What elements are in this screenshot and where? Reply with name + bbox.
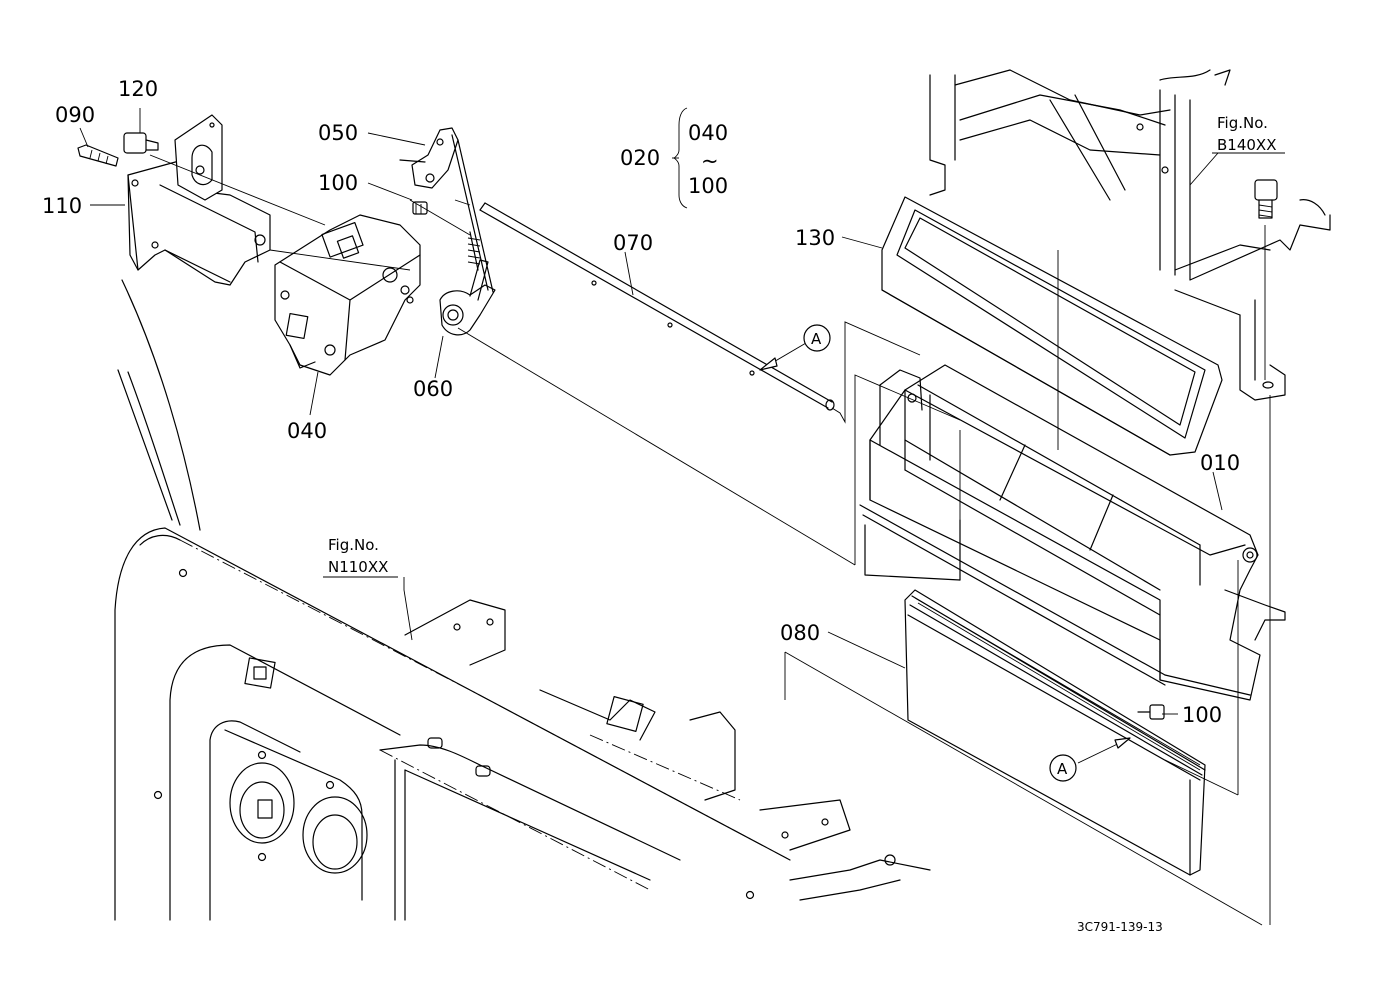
label-060: 060 <box>413 377 453 401</box>
ref-a-label-upper: A <box>811 330 822 348</box>
fig-ref-n110xx: Fig.No. N110XX <box>323 536 398 578</box>
label-080: 080 <box>780 621 820 645</box>
ref-marker-a-upper: A <box>803 324 831 352</box>
fig-ref-b140xx: Fig.No. B140XX <box>1212 114 1285 154</box>
label-100-upper: 100 <box>318 171 358 195</box>
fig-b-title: Fig.No. <box>1217 114 1268 132</box>
label-range-sep: ~ <box>701 149 719 173</box>
assembly-lines <box>149 154 1271 926</box>
part-110-bracket <box>77 114 271 286</box>
label-070: 070 <box>613 231 653 255</box>
label-020: 020 <box>620 146 660 170</box>
label-090: 090 <box>55 103 95 127</box>
upper-right-bracket <box>929 69 1331 401</box>
drawing-id: 3C791-139-13 <box>1077 920 1163 934</box>
label-130: 130 <box>795 226 835 250</box>
label-100-range-to: 100 <box>688 174 728 198</box>
part-labels: 010 020 040 ~ 100 040 050 060 070 080 09… <box>42 77 1240 727</box>
leader-lines <box>79 107 1223 764</box>
ref-a-label-lower: A <box>1057 760 1068 778</box>
part-130-frame <box>881 196 1223 456</box>
label-100-lower: 100 <box>1182 703 1222 727</box>
fig-n-code: N110XX <box>328 558 388 576</box>
part-080-filter <box>904 589 1206 876</box>
fig-b-code: B140XX <box>1217 136 1276 154</box>
label-040: 040 <box>287 419 327 443</box>
label-110: 110 <box>42 194 82 218</box>
fig-n-title: Fig.No. <box>328 536 379 554</box>
part-070-rod <box>479 202 835 411</box>
ref-marker-a-lower: A <box>1049 754 1077 782</box>
label-040-range-from: 040 <box>688 121 728 145</box>
part-060-lever <box>439 231 496 336</box>
part-040-actuator <box>274 214 421 376</box>
label-010: 010 <box>1200 451 1240 475</box>
part-050-link <box>399 127 494 293</box>
label-120: 120 <box>118 77 158 101</box>
cab-frame <box>114 279 931 921</box>
label-050: 050 <box>318 121 358 145</box>
